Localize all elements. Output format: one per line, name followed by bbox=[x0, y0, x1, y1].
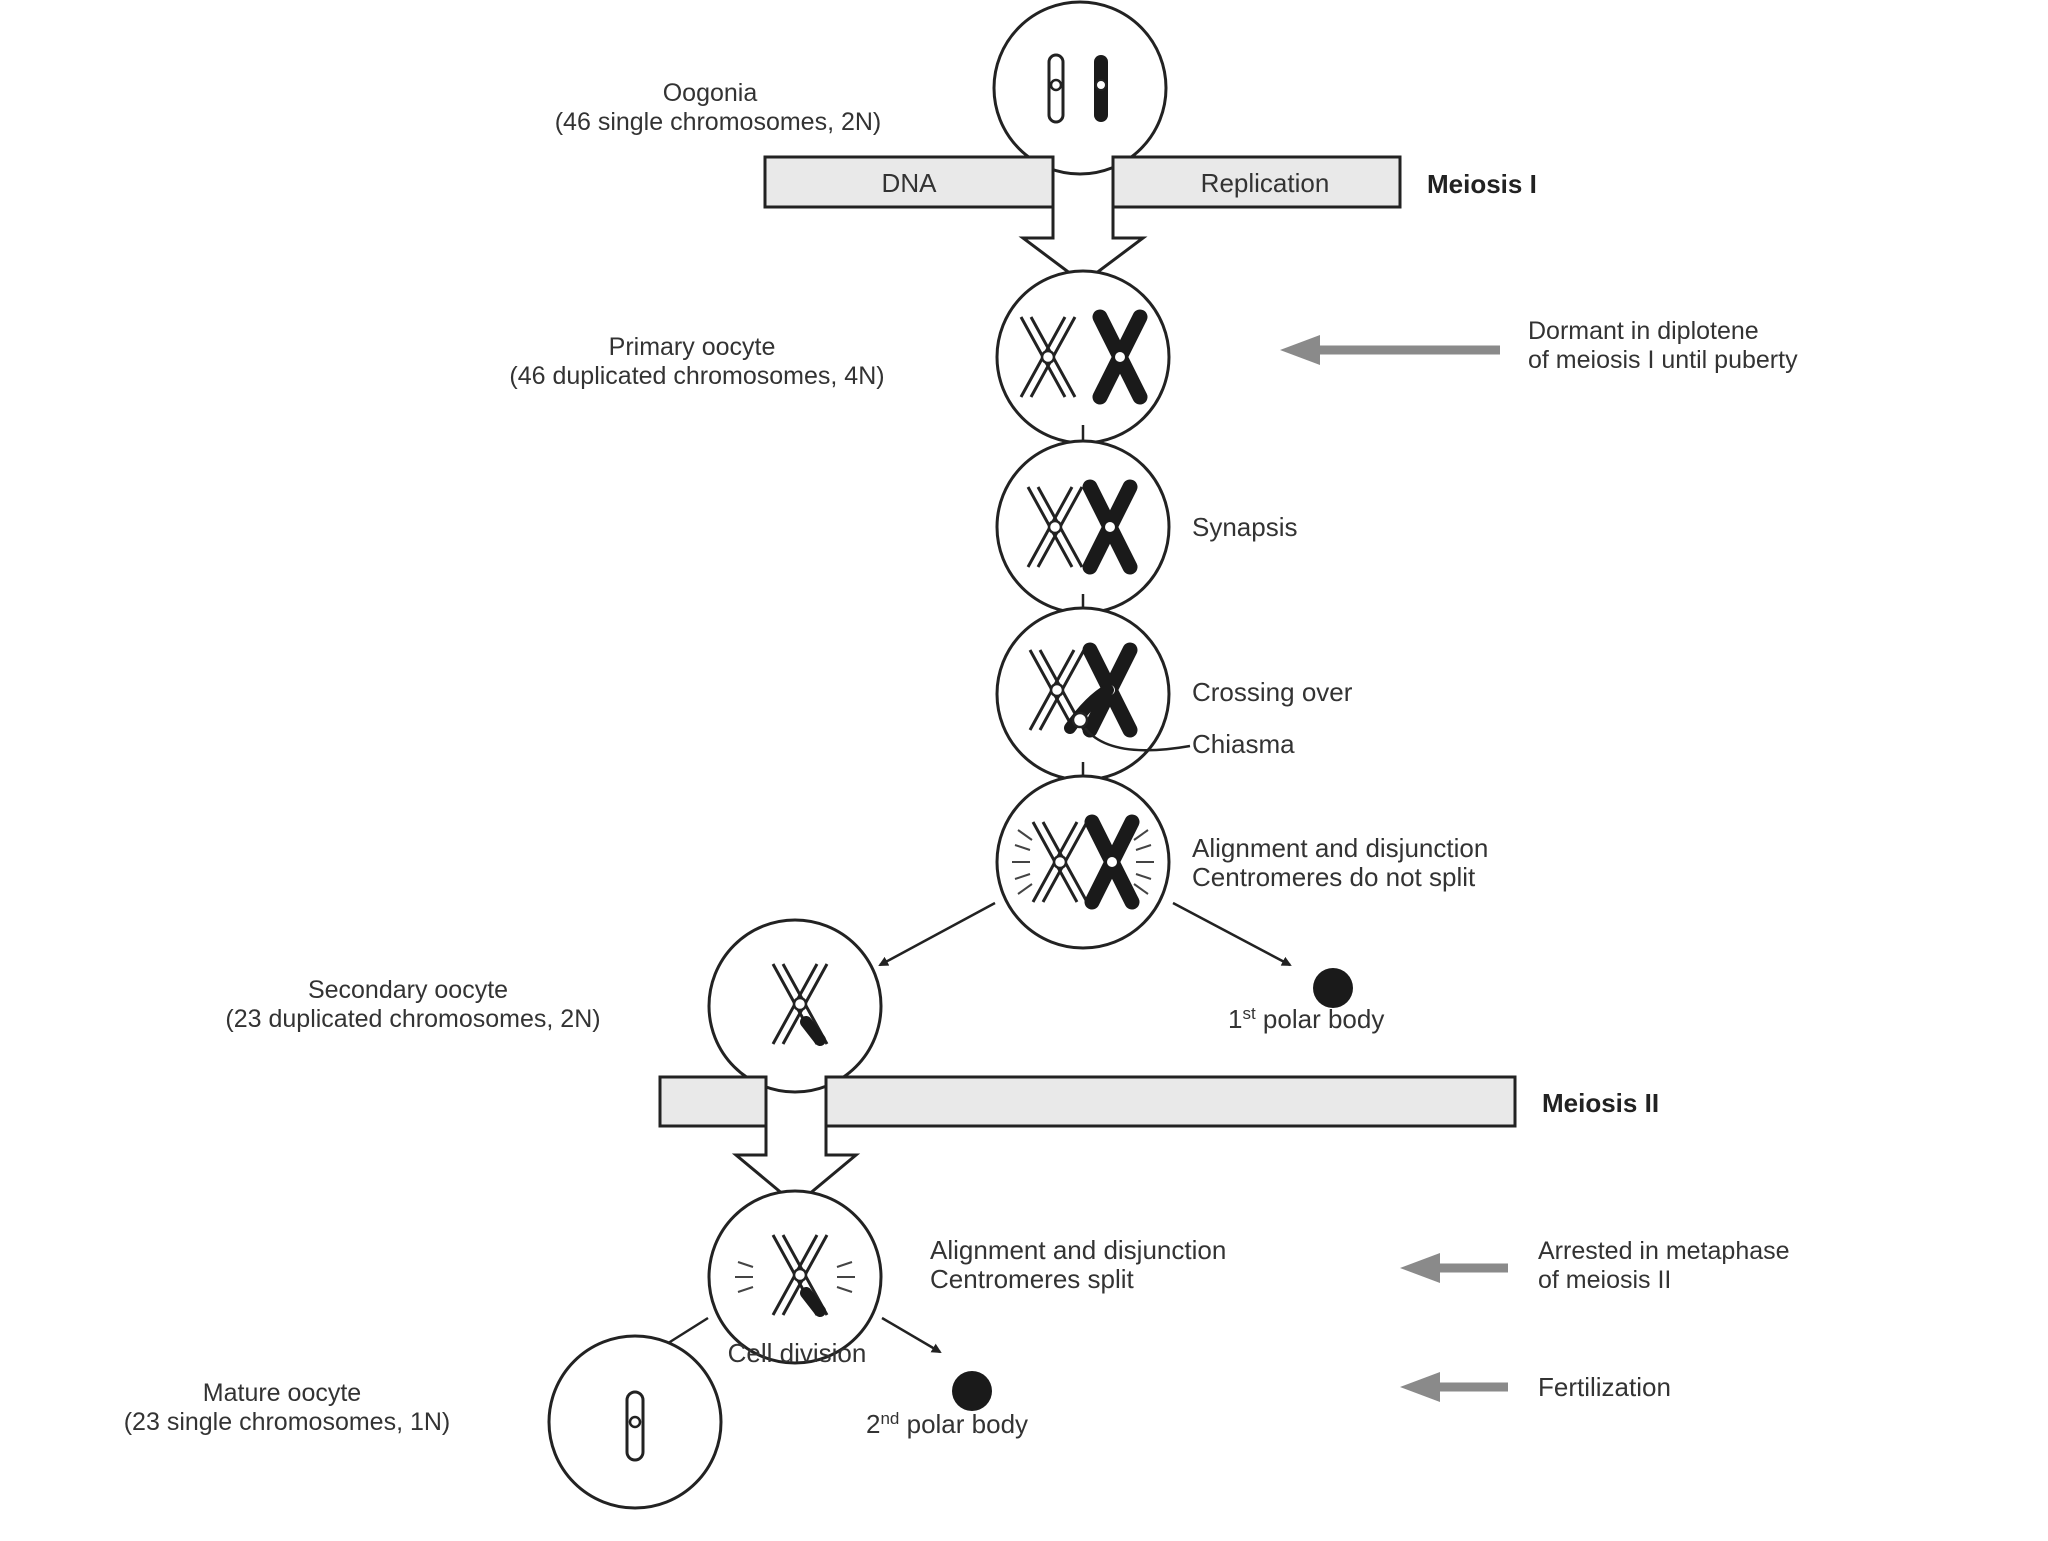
cell-division-label: Cell division bbox=[728, 1338, 867, 1368]
meiosis-2-bar bbox=[658, 1075, 1517, 1207]
primary-oocyte-desc: (46 duplicated chromosomes, 4N) bbox=[509, 362, 884, 390]
alignment-2-cell bbox=[707, 1189, 883, 1365]
alignment-2-line2: Centromeres split bbox=[930, 1264, 1135, 1294]
secondary-oocyte-label: Secondary oocyte bbox=[308, 976, 508, 1004]
polar-body-1-dot bbox=[1313, 968, 1353, 1008]
secondary-oocyte-desc: (23 duplicated chromosomes, 2N) bbox=[225, 1005, 600, 1033]
arrow-to-secondary-oocyte bbox=[878, 901, 996, 967]
primary-oocyte-cell bbox=[995, 269, 1171, 445]
meiosis-2-label: Meiosis II bbox=[1542, 1088, 1659, 1118]
chiasma-label: Chiasma bbox=[1192, 729, 1295, 759]
alignment-1-line2: Centromeres do not split bbox=[1192, 862, 1476, 892]
oogonia-cell bbox=[992, 0, 1168, 176]
polar-body-1-label: 1st polar body bbox=[1228, 1004, 1384, 1034]
crossing-over-label: Crossing over bbox=[1192, 677, 1353, 707]
replication-label: Replication bbox=[1201, 168, 1330, 198]
mature-oocyte-desc: (23 single chromosomes, 1N) bbox=[124, 1408, 451, 1436]
replication-bar bbox=[763, 155, 1402, 285]
alignment-2-line1: Alignment and disjunction bbox=[930, 1235, 1226, 1265]
dormant-gray-arrow bbox=[1280, 335, 1500, 365]
arrested-gray-arrow bbox=[1400, 1253, 1508, 1283]
dormant-note-line1: Dormant in diplotene bbox=[1528, 317, 1759, 345]
dna-label: DNA bbox=[882, 168, 938, 198]
synapsis-cell bbox=[995, 439, 1171, 615]
dormant-note-line2: of meiosis I until puberty bbox=[1528, 346, 1798, 374]
oogonia-desc: (46 single chromosomes, 2N) bbox=[555, 108, 882, 136]
alignment-1-cell bbox=[995, 774, 1171, 950]
arrow-to-polar-body-1 bbox=[1172, 901, 1292, 967]
alignment-1-line1: Alignment and disjunction bbox=[1192, 833, 1488, 863]
synapsis-label: Synapsis bbox=[1192, 512, 1298, 542]
arrow-to-polar-body-2 bbox=[881, 1316, 942, 1354]
mature-oocyte-label: Mature oocyte bbox=[203, 1379, 361, 1407]
chiasma-pointer bbox=[1084, 727, 1191, 752]
fertilization-label: Fertilization bbox=[1538, 1372, 1671, 1402]
meiosis-1-label: Meiosis I bbox=[1427, 169, 1537, 199]
arrested-note-line1: Arrested in metaphase bbox=[1538, 1237, 1790, 1265]
polar-body-2-dot bbox=[952, 1371, 992, 1411]
arrested-note-line2: of meiosis II bbox=[1538, 1266, 1671, 1294]
mature-oocyte-cell bbox=[547, 1334, 723, 1510]
primary-oocyte-label: Primary oocyte bbox=[609, 333, 776, 361]
polar-body-2-label: 2nd polar body bbox=[866, 1409, 1028, 1439]
crossing-over-cell bbox=[995, 606, 1171, 782]
fertilization-gray-arrow bbox=[1400, 1372, 1508, 1402]
secondary-oocyte-cell bbox=[707, 918, 883, 1094]
oogonia-label: Oogonia bbox=[663, 79, 758, 107]
